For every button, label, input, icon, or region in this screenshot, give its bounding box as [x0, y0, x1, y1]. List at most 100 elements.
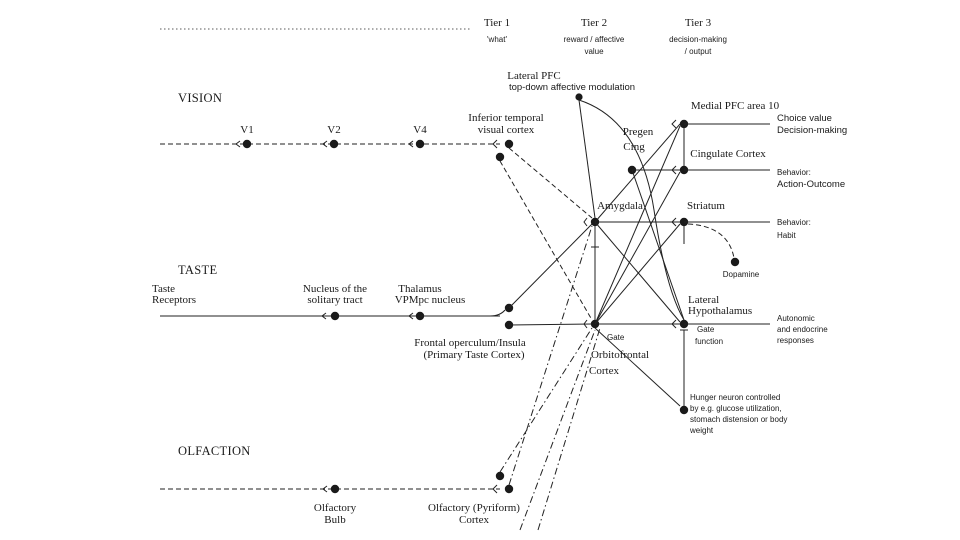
arrow-cing [671, 165, 677, 175]
taste-pathway: Taste Receptors Nucleus of the solitary … [152, 283, 526, 361]
pyr-tail-2 [537, 327, 601, 531]
label-taste-receptors-1: Taste [152, 283, 175, 295]
outputs: Choice value Decision-making Behavior: A… [684, 113, 847, 345]
label-v1: V1 [240, 124, 253, 136]
tier-2-subtitle: reward / affective [564, 35, 625, 44]
label-nts-2: solitary tract [307, 294, 362, 306]
thal-to-fo [420, 309, 506, 317]
label-nts-1: Nucleus of the [303, 283, 367, 295]
taste-arrow-nts [321, 312, 327, 320]
label-pyr-1: Olfactory (Pyriform) [428, 502, 520, 514]
vision-arrow-v1 [235, 140, 241, 148]
label-habit-1: Behavior: [777, 218, 811, 227]
label-choice-1: Choice value [777, 113, 832, 124]
vision-arrow-it [492, 139, 498, 149]
label-pyr-2: Cortex [459, 514, 489, 526]
label-bulb-1: Olfactory [314, 502, 357, 514]
label-ofc-2: Cortex [589, 365, 619, 377]
label-fo-2: (Primary Taste Cortex) [423, 349, 524, 361]
label-thalamus-2: VPMpc nucleus [395, 294, 466, 306]
pyr-to-amygdala [508, 225, 593, 486]
taste-arrow-thal [408, 312, 414, 320]
label-hunger-2: by e.g. glucose utilization, [690, 404, 782, 413]
vision-pathway: V1 V2 V4 Inferior temporal visual cortex [160, 112, 544, 162]
node-hunger-neuron [679, 405, 689, 415]
label-fo-1: Frontal operculum/Insula [414, 337, 526, 349]
olfaction-pathway: Olfactory Bulb Olfactory (Pyriform) Cort… [160, 471, 520, 526]
section-olfaction: OLFACTION [178, 444, 251, 458]
arrow-striatum [671, 217, 677, 227]
arrow-ofc [583, 319, 588, 329]
it-to-ofc [499, 160, 593, 321]
it-to-amygdala [508, 147, 593, 219]
lpfc-to-amygdala [578, 99, 596, 219]
label-pregen-1: Pregen [623, 126, 654, 138]
node-dopamine [730, 257, 740, 267]
tier-3-subtitle: decision-making [669, 35, 727, 44]
node-it [504, 139, 514, 149]
label-ao-2: Action-Outcome [777, 179, 845, 190]
olf-arrow-bulb [322, 485, 328, 493]
tier-1-subtitle: 'what' [487, 35, 507, 44]
tier-3-nodes: Medial PFC area 10 Cingulate Cortex Stri… [679, 100, 787, 435]
olf-arrow-pyr [492, 484, 498, 494]
label-v4: V4 [413, 124, 427, 136]
label-ofc-1: Orbitofrontal [591, 349, 649, 361]
fo-to-amygdala [508, 223, 593, 309]
pregen-to-lh [631, 169, 685, 321]
connections [499, 99, 735, 531]
lpfc-to-lh [578, 99, 685, 321]
label-amygdala: Amygdala [597, 200, 643, 212]
node-it-2 [495, 152, 505, 162]
label-thalamus-1: Thalamus [398, 283, 441, 295]
label-hunger-3: stomach distension or body [690, 415, 787, 424]
ofc-to-mpfc [594, 125, 681, 325]
tier-2-title: Tier 2 [581, 17, 607, 29]
tier-3-subtitle-2: / output [685, 47, 712, 56]
label-striatum: Striatum [687, 200, 725, 212]
label-lh-1: Lateral [688, 294, 719, 306]
label-it-1: Inferior temporal [468, 112, 543, 124]
section-taste: TASTE [178, 263, 217, 277]
label-auto-2: and endocrine [777, 325, 828, 334]
node-pyriform-2 [495, 471, 505, 481]
label-v2: V2 [327, 124, 340, 136]
section-vision: VISION [178, 91, 222, 105]
vision-arrow-v2 [322, 140, 328, 148]
fo-to-ofc [508, 323, 593, 326]
ofc-to-hunger [594, 327, 681, 407]
node-v4 [415, 139, 425, 149]
label-it-2: visual cortex [478, 124, 535, 136]
ofc-to-cing [594, 171, 681, 325]
label-lpfc-2: top-down affective modulation [509, 82, 635, 93]
tier-3-title: Tier 3 [685, 17, 712, 29]
label-auto-3: responses [777, 336, 814, 345]
label-cingulate: Cingulate Cortex [690, 148, 766, 160]
label-hunger-1: Hunger neuron controlled [690, 393, 780, 402]
arrow-amygdala [583, 217, 588, 227]
arrow-mpfc [671, 119, 677, 129]
tier-3-header: Tier 3 decision-making / output [669, 17, 727, 56]
node-v2 [329, 139, 339, 149]
tier-1-title: Tier 1 [484, 17, 510, 29]
label-gate-fn-2: function [695, 337, 723, 346]
arrow-lh [671, 319, 677, 329]
label-bulb-2: Bulb [324, 514, 346, 526]
node-nts [330, 311, 340, 321]
label-mpfc: Medial PFC area 10 [691, 100, 780, 112]
amygdala-to-mpfc [594, 123, 681, 223]
label-gate-fn-1: Gate [697, 325, 715, 334]
node-olfactory-bulb [330, 484, 340, 494]
tier-2-subtitle-2: value [584, 47, 604, 56]
ofc-to-striatum [594, 223, 681, 325]
label-gate: Gate [607, 333, 625, 342]
label-taste-receptors-2: Receptors [152, 294, 196, 306]
label-auto-1: Autonomic [777, 314, 815, 323]
label-habit-2: Habit [777, 231, 796, 240]
label-ao-1: Behavior: [777, 168, 811, 177]
dopamine-loop [687, 223, 735, 259]
label-lh-2: Hypothalamus [688, 305, 752, 317]
label-choice-2: Decision-making [777, 125, 847, 136]
